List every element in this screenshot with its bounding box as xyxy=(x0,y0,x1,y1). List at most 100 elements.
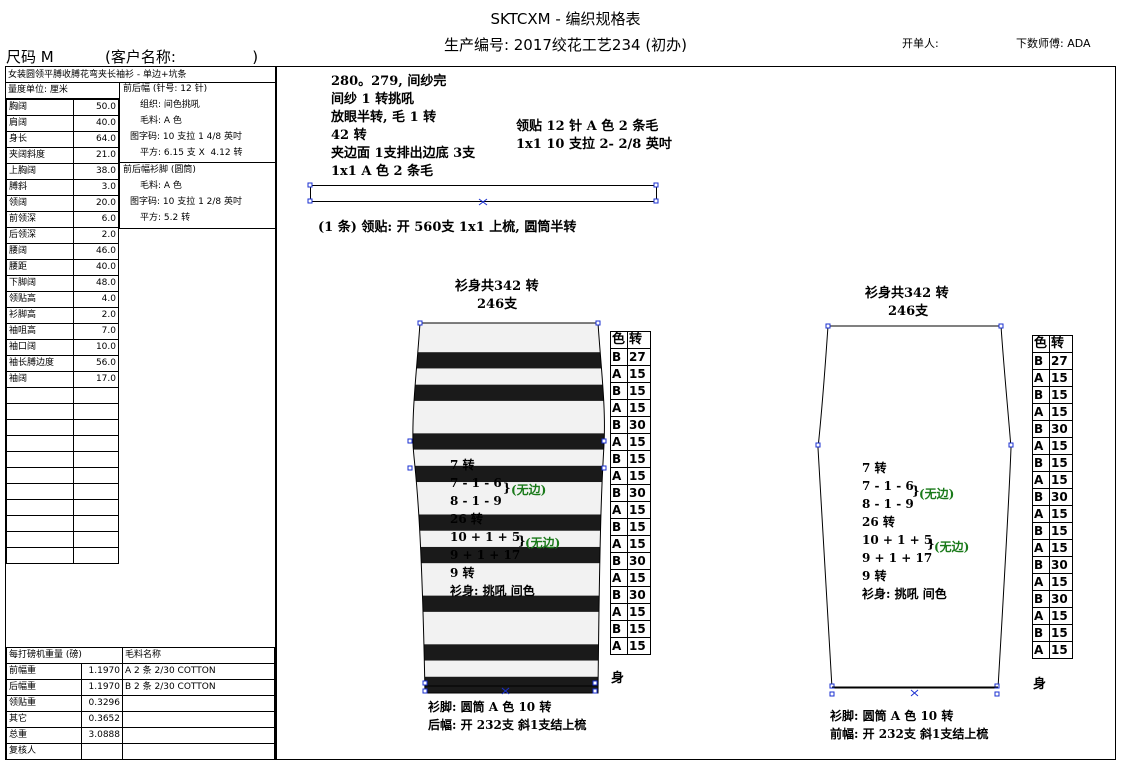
collar-spec-line: 领贴 12 针 A 色 2 条毛 xyxy=(516,119,659,134)
measurement-name: 袖阔 xyxy=(6,371,74,388)
back-wubian-2: (无边) xyxy=(525,536,561,550)
back-annotations: 7 转 7 - 1 - 6 8 - 1 - 9 26 转 10 + 1 + 5 … xyxy=(450,456,535,600)
weight-value: 1.1970 xyxy=(81,663,123,680)
measurement-value: 56.0 xyxy=(73,355,119,372)
row-count: 30 xyxy=(1049,420,1073,438)
row-count: 30 xyxy=(1049,590,1073,608)
measurement-row xyxy=(6,531,119,548)
row-count: 27 xyxy=(627,348,651,366)
row-count: 15 xyxy=(627,382,651,400)
measurement-empty xyxy=(73,531,119,548)
back-wubian-1: (无边) xyxy=(511,483,547,497)
color-code: A xyxy=(610,603,628,621)
stripe-band xyxy=(412,433,605,451)
stripe-band xyxy=(412,546,605,564)
color-code: A xyxy=(1032,573,1050,591)
row-count: 15 xyxy=(1049,386,1073,404)
garment-description: 女装圆领平膊收膊花弯夹长袖衫 - 单边+坑条 xyxy=(8,70,187,80)
measurement-name: 腰距 xyxy=(6,259,74,276)
color-code: A xyxy=(610,569,628,587)
measurement-name: 腰阔 xyxy=(6,243,74,260)
weight-yarn xyxy=(122,695,275,712)
row-count: 15 xyxy=(627,450,651,468)
color-table-heading: 转 xyxy=(1049,335,1073,353)
measurement-row xyxy=(6,419,119,436)
measurement-value: 21.0 xyxy=(73,147,119,164)
front-ann-line: 26 转 xyxy=(862,515,895,529)
measurement-value: 2.0 xyxy=(73,227,119,244)
measurement-row xyxy=(6,547,119,564)
weight-row: 复核人 xyxy=(6,743,275,760)
row-count: 15 xyxy=(1049,505,1073,523)
stripe-band xyxy=(412,530,605,548)
hem-title: 前后幅衫脚 (圆筒) xyxy=(123,165,196,175)
color-code: A xyxy=(610,365,628,383)
stripe-band xyxy=(412,449,605,467)
row-count: 30 xyxy=(627,416,651,434)
measurement-name: 袖口阔 xyxy=(6,339,74,356)
front-annotations: 7 转 7 - 1 - 6 8 - 1 - 9 26 转 10 + 1 + 5 … xyxy=(862,459,947,603)
weight-value: 0.3652 xyxy=(81,711,123,728)
measurement-empty xyxy=(73,499,119,516)
color-table-header: 色转 xyxy=(610,331,651,349)
collar-spec-line: 1x1 10 支拉 2- 2/8 英吋 xyxy=(516,137,672,152)
measurement-name: 夹阔斜度 xyxy=(6,147,74,164)
master-label: 下数师傅: ADA xyxy=(1016,37,1091,50)
color-code: B xyxy=(610,552,628,570)
collar-line: 夹边面 1支排出边底 3支 xyxy=(331,146,476,161)
color-code: A xyxy=(1032,539,1050,557)
color-code: A xyxy=(1032,471,1050,489)
production-number: 生产编号: 2017绞花工艺234 (初办) xyxy=(443,36,688,54)
color-code: B xyxy=(1032,454,1050,472)
row-count: 15 xyxy=(1049,369,1073,387)
stripe-band xyxy=(412,563,605,597)
stripe-band xyxy=(412,368,605,386)
measurement-name: 后领深 xyxy=(6,227,74,244)
color-code: A xyxy=(610,399,628,417)
stripe-band xyxy=(412,514,605,532)
color-code: B xyxy=(610,518,628,536)
back-ann-line: 9 + 1 + 17 xyxy=(450,548,521,562)
measurement-value: 46.0 xyxy=(73,243,119,260)
color-code: A xyxy=(1032,437,1050,455)
color-code: B xyxy=(1032,590,1050,608)
measurement-name: 身长 xyxy=(6,131,74,148)
color-code: B xyxy=(1032,488,1050,506)
front-color-footer: 身 xyxy=(1033,677,1047,692)
hem-line: 平方: 5.2 转 xyxy=(140,213,191,223)
collar-caption: (1 条) 领贴: 开 560支 1x1 上梳, 圆筒半转 xyxy=(318,220,577,235)
front-foot-line: 前幅: 开 232支 斜1支结上梳 xyxy=(830,727,989,741)
color-code: B xyxy=(1032,352,1050,370)
stripe-band xyxy=(412,384,605,402)
measurement-value: 10.0 xyxy=(73,339,119,356)
collar-line: 1x1 A 色 2 条毛 xyxy=(331,164,434,179)
fb-line: 平方: 6.15 支 X 4.12 转 xyxy=(140,148,243,158)
stripe-band xyxy=(412,323,605,353)
stripe-band xyxy=(412,676,605,693)
row-count: 15 xyxy=(627,637,651,655)
weight-value: 3.0888 xyxy=(81,727,123,744)
measurement-name: 衫脚高 xyxy=(6,307,74,324)
weight-value: 0.3296 xyxy=(81,695,123,712)
row-count: 15 xyxy=(1049,403,1073,421)
color-code: B xyxy=(1032,386,1050,404)
color-code: B xyxy=(610,382,628,400)
measurement-name: 领贴高 xyxy=(6,291,74,308)
measurement-row xyxy=(6,499,119,516)
